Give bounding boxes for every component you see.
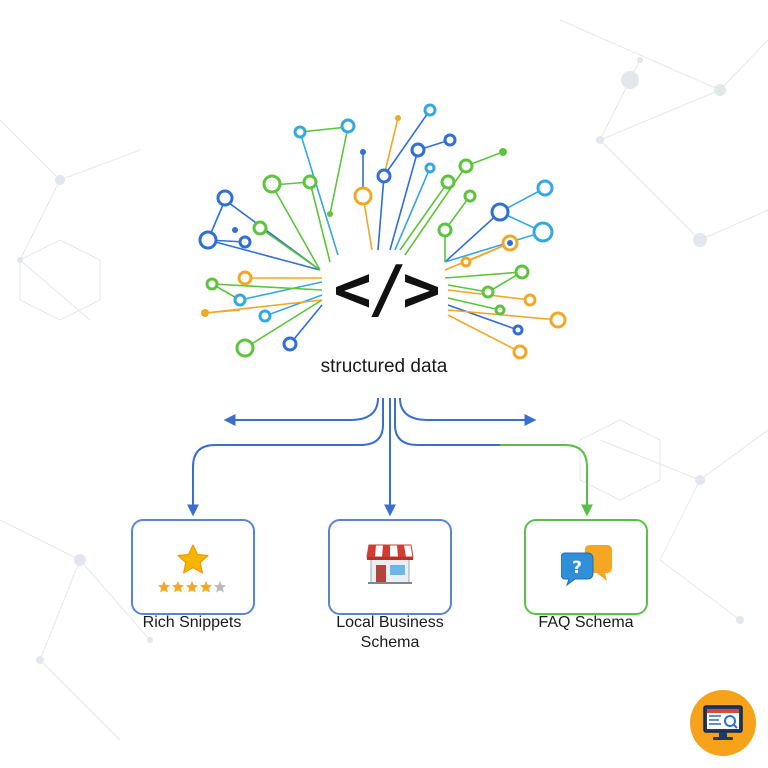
arrow-to-rich-snippets — [187, 398, 384, 517]
svg-text:?: ? — [572, 558, 582, 578]
rich-snippets-label: Rich Snippets — [142, 614, 242, 631]
local-business-label: Local Business Schema — [336, 614, 444, 651]
five-star-rating-icon — [158, 581, 226, 593]
faq-schema-label: FAQ Schema — [538, 614, 634, 631]
question-chat-bubbles-icon: ? — [561, 545, 612, 587]
star-icon — [177, 544, 209, 574]
left-network — [204, 126, 349, 349]
network-dots — [201, 115, 513, 317]
monitor-analytics-icon — [703, 705, 743, 740]
center-title: structured data — [320, 356, 448, 377]
arrow-to-faq — [500, 444, 593, 517]
flow-arrows — [187, 397, 593, 517]
code-brackets-icon: </> — [333, 253, 441, 327]
arrow-left-top — [223, 397, 379, 426]
network-nodes — [198, 103, 567, 360]
right-network — [444, 187, 559, 353]
arrow-to-faq-blue — [394, 398, 500, 446]
storefront-icon — [366, 544, 414, 584]
arrow-right-top — [399, 397, 537, 426]
